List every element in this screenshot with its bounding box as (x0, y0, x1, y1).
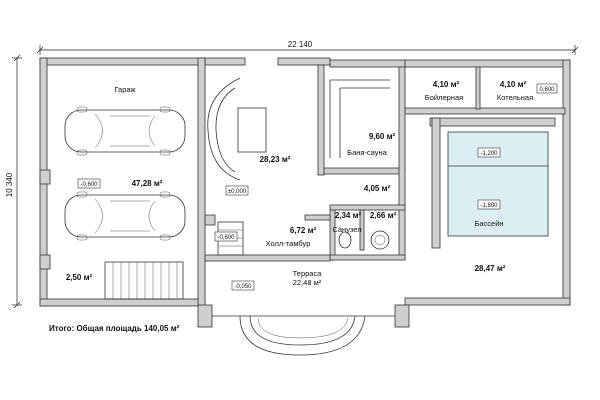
width-dimension-label: 22 140 (288, 40, 313, 49)
sauna-area: 9,60 м² (369, 132, 396, 141)
wc-label: Санузел (332, 225, 361, 234)
terrace-area: 22,48 м² (293, 278, 322, 287)
shower-area: 2,66 м² (370, 211, 397, 220)
pool-label: Бассейн (474, 219, 503, 228)
pool (429, 117, 556, 249)
garage-stairs (104, 261, 184, 300)
level-marker-boiler: 0,600 (536, 83, 558, 94)
shower-icon (370, 230, 390, 250)
car-icon (64, 106, 186, 156)
svg-text:±0,000: ±0,000 (228, 189, 247, 195)
living-area: 28,23 м² (260, 155, 291, 164)
level-marker-living: ±0,000 (225, 185, 249, 196)
total-area: Итого: Общая площадь 140,05 м² (49, 324, 180, 333)
terrace-label: Терраса (293, 269, 323, 278)
overall-height-dimension: 10 340 (5, 54, 22, 309)
overall-width-dimension: 22 140 (36, 40, 579, 55)
svg-text:0,600: 0,600 (539, 87, 555, 93)
sauna-label: Баня-сауна (347, 148, 388, 157)
hall-area: 6,72 м² (290, 226, 317, 235)
svg-text:-1,200: -1,200 (480, 151, 498, 157)
garage-label: Гараж (114, 85, 135, 94)
car-icon (64, 191, 186, 241)
level-marker-pool-top: -1,200 (477, 147, 501, 158)
level-marker-hall: -0,600 (214, 231, 238, 242)
hall-label: Холл-тамбур (266, 239, 311, 248)
svg-text:-0,600: -0,600 (217, 235, 235, 241)
boiler-room-label: Котельная (497, 93, 533, 102)
boiler-area: 4,10 м² (433, 80, 460, 89)
toilet-icon (338, 231, 352, 249)
terrace (197, 304, 410, 356)
svg-text:-0,600: -0,600 (80, 182, 98, 188)
stair-area: 2,50 м² (66, 273, 93, 282)
height-dimension-label: 10 340 (5, 172, 14, 197)
boiler-label: Бойлерная (425, 93, 463, 102)
exterior-walls (39, 57, 571, 307)
level-marker-garage: -0,600 (77, 178, 101, 189)
svg-text:-0,050: -0,050 (234, 284, 252, 290)
level-marker-pool-bottom: -1,800 (477, 199, 501, 210)
wc-area: 2,34 м² (335, 211, 362, 220)
pool-hall-area: 28,47 м² (475, 264, 506, 273)
garage-area: 47,28 м² (132, 179, 163, 188)
sauna-bench (329, 79, 390, 158)
corridor-area: 4,05 м² (364, 184, 391, 193)
svg-text:-1,800: -1,800 (480, 203, 498, 209)
sofa-icon (207, 77, 267, 181)
interior-walls (204, 64, 566, 262)
level-marker-terrace: -0,050 (231, 280, 255, 291)
boiler-room-area: 4,10 м² (500, 80, 527, 89)
